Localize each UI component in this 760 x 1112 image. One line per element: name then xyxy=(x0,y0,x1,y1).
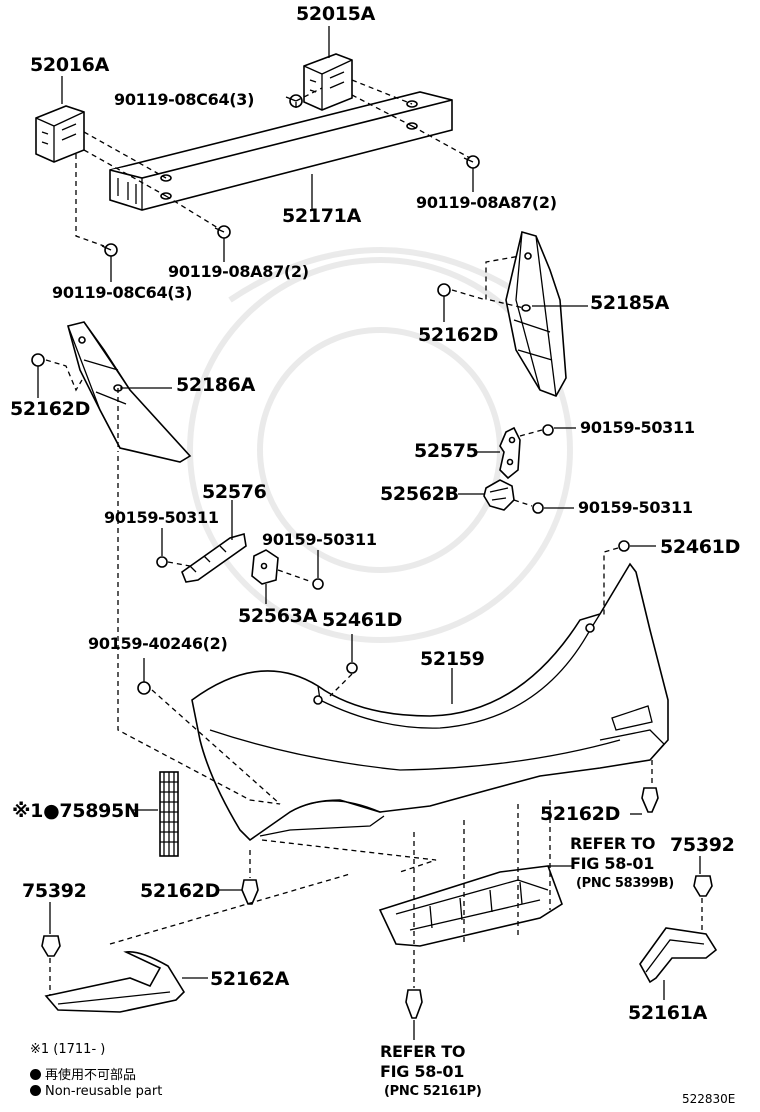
legend-nonreusable-jp: 再使用不可部品 xyxy=(30,1064,136,1083)
label-75392-right: 75392 xyxy=(670,834,735,856)
label-75392-left: 75392 xyxy=(22,880,87,902)
label-refer-bottom-2: FIG 58-01 xyxy=(380,1062,465,1081)
bumper-cover-52159 xyxy=(191,562,669,842)
retainer-52185A xyxy=(505,231,567,397)
label-52576: 52576 xyxy=(202,481,267,503)
label-refer-top-2: FIG 58-01 xyxy=(570,854,655,873)
label-90159-40246: 90159-40246(2) xyxy=(88,634,228,653)
screw-90159-50311-b xyxy=(532,502,544,514)
garnish-52162A xyxy=(44,950,186,1013)
watermark xyxy=(187,247,573,643)
label-refer-top-3: (PNC 58399B) xyxy=(576,876,674,891)
clip-52162D-left xyxy=(31,353,45,367)
label-52159: 52159 xyxy=(420,648,485,670)
label-90119-08A87-right: 90119-08A87(2) xyxy=(416,193,557,212)
screw-90159-50311-d xyxy=(312,578,324,590)
screw-90159-50311-a xyxy=(542,424,554,436)
label-52161A: 52161A xyxy=(628,1002,708,1024)
label-90159-50311-c: 90159-50311 xyxy=(104,508,219,527)
reinforcement-beam-52171A xyxy=(109,91,453,211)
under-cover-refer xyxy=(378,865,563,947)
label-52185A: 52185A xyxy=(590,292,670,314)
label-52162D-bottom-right: 52162D xyxy=(540,803,621,825)
clip-75392-left xyxy=(41,935,61,957)
clip-refer-52161P xyxy=(405,989,423,1019)
bolt-90119-08A87-mid xyxy=(214,225,231,239)
label-52562B: 52562B xyxy=(380,483,459,505)
bolt-90159-40246 xyxy=(137,681,151,695)
label-75895N: ※1●75895N xyxy=(12,800,140,822)
label-90119-08C64-left: 90119-08C64(3) xyxy=(52,283,193,302)
label-52563A: 52563A xyxy=(238,605,318,627)
nut-52461D-right xyxy=(618,540,630,552)
label-90119-08A87-mid: 90119-08A87(2) xyxy=(168,262,309,281)
clip-52162D-right xyxy=(437,283,451,297)
legend-jp-text: 再使用不可部品 xyxy=(45,1068,137,1083)
garnish-52161A xyxy=(639,927,718,984)
bracket-52563A xyxy=(251,549,279,585)
clip-75392-right xyxy=(693,875,713,897)
label-refer-bottom-3: (PNC 52161P) xyxy=(384,1084,482,1099)
diagram-code: 522830E xyxy=(682,1092,736,1106)
bullet-icon xyxy=(30,1069,41,1080)
label-52015A: 52015A xyxy=(296,3,376,25)
label-52171A: 52171A xyxy=(282,205,362,227)
label-90159-50311-b: 90159-50311 xyxy=(578,498,693,517)
clip-52162D-bottom-right xyxy=(641,787,659,813)
bracket-52576 xyxy=(181,532,247,583)
label-52461D-mid: 52461D xyxy=(322,609,403,631)
label-90119-08C64-top: 90119-08C64(3) xyxy=(114,90,255,109)
bracket-52575 xyxy=(499,426,521,480)
reflector-75895N xyxy=(159,771,179,857)
bolt-90119-08C64-top xyxy=(285,94,303,108)
bolt-90119-08A87-right xyxy=(463,155,480,169)
legend-en-text: Non-reusable part xyxy=(45,1084,163,1099)
legend-nonreusable-en: Non-reusable part xyxy=(30,1084,162,1099)
label-90159-50311-d: 90159-50311 xyxy=(262,530,377,549)
bolt-90119-08C64-left xyxy=(101,243,118,257)
legend-footnote: ※1 (1711- ) xyxy=(30,1042,106,1057)
clip-52162D-bottom-left xyxy=(241,879,259,905)
label-52575: 52575 xyxy=(414,440,479,462)
screw-90159-50311-c xyxy=(156,556,168,568)
absorber-52016A xyxy=(35,105,85,163)
label-52162D-bottom-left: 52162D xyxy=(140,880,221,902)
label-52461D-right: 52461D xyxy=(660,536,741,558)
label-refer-top-1: REFER TO xyxy=(570,834,656,853)
label-refer-bottom-1: REFER TO xyxy=(380,1042,466,1061)
bullet-icon xyxy=(30,1085,41,1096)
bracket-52562B xyxy=(483,479,515,511)
label-52016A: 52016A xyxy=(30,54,110,76)
label-52162D-left: 52162D xyxy=(10,398,91,420)
retainer-52186A xyxy=(67,321,192,463)
nut-52461D-mid xyxy=(346,662,358,674)
label-52162D-right: 52162D xyxy=(418,324,499,346)
label-52186A: 52186A xyxy=(176,374,256,396)
label-52162A: 52162A xyxy=(210,968,290,990)
label-90159-50311-a: 90159-50311 xyxy=(580,418,695,437)
absorber-52015A xyxy=(303,53,353,111)
